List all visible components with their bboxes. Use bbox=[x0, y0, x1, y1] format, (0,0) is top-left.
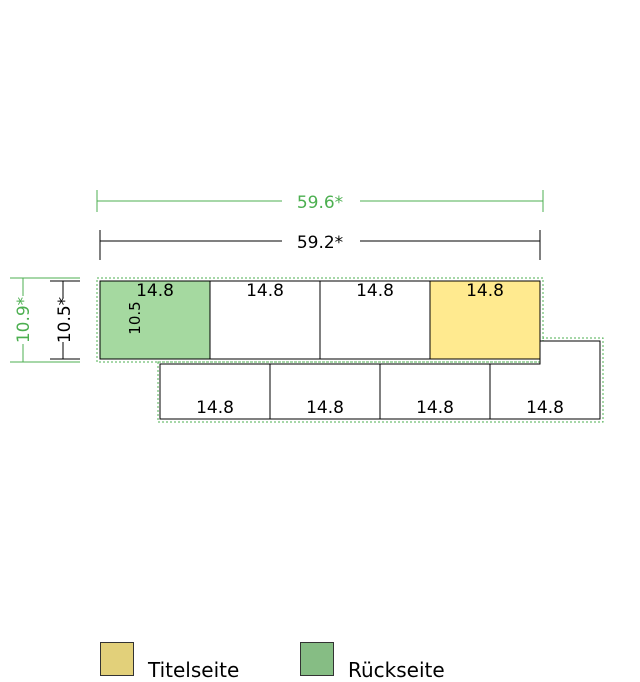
bottom-row: 14.8 14.8 14.8 14.8 bbox=[159, 340, 601, 420]
title-page-swatch bbox=[100, 642, 134, 676]
outer-height-label: 10.9* bbox=[14, 297, 34, 343]
inner-width-dimension: 59.2* bbox=[99, 230, 541, 260]
legend-title-page: Titelseite bbox=[100, 640, 239, 680]
title-page-panel bbox=[429, 280, 541, 360]
panel-width-label: 14.8 bbox=[196, 398, 234, 418]
back-page-legend-label: Rückseite bbox=[348, 658, 445, 682]
panel-width-label: 14.8 bbox=[416, 398, 454, 418]
inner-height-dimension: 10.5* bbox=[50, 280, 80, 360]
panel-width-label: 14.8 bbox=[246, 281, 284, 301]
inner-width-label: 59.2* bbox=[297, 233, 343, 253]
top-row: 14.8 14.8 14.8 14.8 10.5 bbox=[99, 280, 541, 360]
panel-width-label: 14.8 bbox=[356, 281, 394, 301]
back-page-swatch bbox=[300, 642, 334, 676]
outer-width-dimension: 59.6* bbox=[96, 190, 544, 213]
outer-height-dimension: 10.9* bbox=[10, 277, 80, 363]
bottom-panel-2 bbox=[269, 363, 381, 420]
panel-width-label: 14.8 bbox=[526, 398, 564, 418]
top-panel-3 bbox=[319, 280, 431, 360]
outer-width-label: 59.6* bbox=[297, 193, 343, 213]
bottom-panel-1 bbox=[159, 363, 271, 420]
panel-height-label: 10.5 bbox=[126, 301, 144, 334]
panel-width-label: 14.8 bbox=[306, 398, 344, 418]
panel-width-label: 14.8 bbox=[136, 281, 174, 301]
inner-height-label: 10.5* bbox=[55, 297, 75, 343]
panel-width-label: 14.8 bbox=[466, 281, 504, 301]
title-page-legend-label: Titelseite bbox=[148, 658, 240, 682]
legend-back-page: Rückseite bbox=[300, 640, 445, 680]
